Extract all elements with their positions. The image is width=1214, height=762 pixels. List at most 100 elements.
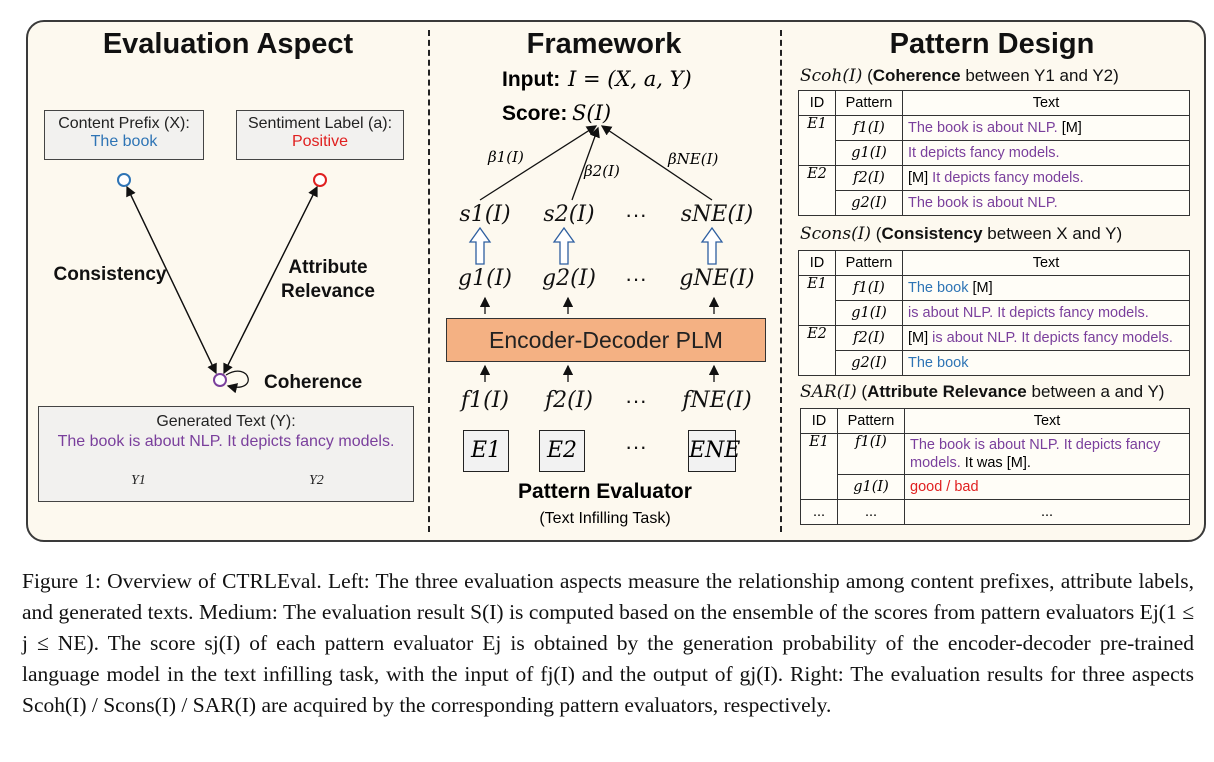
generated-text: The book is about NLP. It depicts fancy … — [57, 433, 395, 450]
coh-pattern: g1(I) — [835, 140, 903, 166]
coh-text-purple: The book is about NLP. — [908, 195, 1058, 211]
coh-pattern: f1(I) — [835, 115, 903, 141]
cons-pattern: g1(I) — [835, 300, 903, 326]
ar-symbol: SAR(I) — [800, 382, 857, 402]
cons-col-text: Text — [902, 250, 1190, 276]
evaluator-eN-box: ENE — [688, 430, 740, 472]
f-dots: ··· — [625, 388, 647, 413]
f2-label: f2(I) — [545, 388, 593, 413]
cons-text-purple: is about NLP. It depicts fancy models. — [932, 330, 1173, 346]
ar-col-id: ID — [800, 408, 838, 434]
ar-rest: between a and Y) — [1031, 382, 1165, 401]
sentiment-value: Positive — [291, 133, 349, 150]
coh-rest: between Y1 and Y2) — [965, 66, 1119, 85]
content-prefix-label: Content Prefix (X): — [58, 115, 190, 132]
cons-pattern: f2(I) — [835, 325, 903, 351]
cons-table: ID Pattern Text E1 f1(I) The book [M] g1… — [798, 250, 1190, 376]
text-node — [213, 373, 227, 387]
cons-bold: Consistency — [881, 224, 983, 243]
beta1-label: β1(I) — [488, 148, 524, 166]
table-row: E2 f2(I) [M] is about NLP. It depicts fa… — [798, 325, 1190, 376]
table-row: g1(I) It depicts fancy models. — [799, 140, 1190, 166]
score-expr: S(I) — [572, 101, 612, 125]
label-node — [313, 173, 327, 187]
cons-text-plain: [M] — [968, 280, 993, 296]
ar-title: SAR(I) (Attribute Relevance between a an… — [800, 382, 1165, 402]
divider-left — [428, 30, 430, 532]
cons-symbol: Scons(I) — [800, 224, 872, 244]
cons-pattern: f1(I) — [835, 275, 903, 301]
cons-title: Scons(I) (Consistency between X and Y) — [800, 224, 1123, 244]
pattern-evaluator-title: Pattern Evaluator — [518, 480, 692, 503]
coh-text-purple: The book is about NLP. — [908, 120, 1058, 136]
sentiment-label: Sentiment Label (a): — [247, 115, 393, 132]
divider-right — [780, 30, 782, 532]
coh-pattern: f2(I) — [835, 165, 903, 191]
evaluator-e2-box: E2 — [539, 430, 585, 472]
cons-text-purple: is about NLP. It depicts fancy models. — [908, 305, 1149, 321]
y2-label: Y2 — [309, 473, 324, 488]
fN-label: fNE(I) — [682, 388, 752, 413]
beta2-label: β2(I) — [584, 162, 620, 180]
g-dots: ··· — [625, 266, 647, 291]
coh-text-purple: It depicts fancy models. — [932, 170, 1084, 186]
generated-text-box: Generated Text (Y): The book is about NL… — [38, 406, 414, 502]
generated-label: Generated Text (Y): — [156, 413, 296, 430]
ar-text-plain: It was [M]. — [960, 455, 1031, 471]
ar-id: ... — [800, 499, 838, 525]
cons-pattern: g2(I) — [835, 350, 903, 376]
ar-pattern: f1(I) — [837, 433, 905, 475]
coherence-label: Coherence — [264, 372, 363, 393]
middle-header: Framework — [526, 28, 682, 60]
betaN-label: βNE(I) — [668, 150, 719, 168]
ar-bold: Attribute Relevance — [867, 382, 1027, 401]
coh-symbol: Scoh(I) — [800, 66, 863, 86]
figure-panel: Evaluation Aspect Framework Pattern Desi… — [26, 20, 1206, 542]
coh-table: ID Pattern Text E1 f1(I) The book is abo… — [798, 90, 1190, 216]
coh-text-plain: [M] — [908, 170, 933, 186]
ar-text-plain: ... — [904, 499, 1190, 525]
table-row: E1 f1(I) The book [M] — [798, 275, 1190, 326]
cons-text-blue: The book — [908, 355, 969, 371]
evaluator-e1-box: E1 — [463, 430, 509, 472]
score-label: Score: — [502, 102, 568, 125]
input-label: Input: — [502, 68, 561, 91]
ar-col-text: Text — [904, 408, 1190, 434]
g1-label: g1(I) — [458, 266, 512, 291]
table-row: g1(I) good / bad — [801, 474, 1190, 500]
coh-col-pattern: Pattern — [835, 90, 903, 116]
coh-title: Scoh(I) (Coherence between Y1 and Y2) — [800, 66, 1119, 86]
coh-pattern: g2(I) — [835, 190, 903, 216]
cons-text-blue: The book — [908, 280, 969, 296]
cons-col-id: ID — [798, 250, 836, 276]
cons-id: E2 — [798, 325, 836, 376]
attribute-relevance-label: Attribute Relevance — [268, 256, 388, 304]
coh-id: E1 — [798, 115, 836, 166]
e-dots: ··· — [625, 434, 647, 459]
pattern-evaluator-subtitle: (Text Infilling Task) — [539, 510, 671, 527]
consistency-label: Consistency — [53, 264, 167, 285]
sentiment-label-box: Sentiment Label (a): Positive — [236, 110, 404, 160]
table-row: E2 f2(I) [M] It depicts fancy models. — [798, 165, 1190, 216]
coh-col-id: ID — [798, 90, 836, 116]
table-row: g1(I) is about NLP. It depicts fancy mod… — [799, 300, 1190, 326]
table-row: g2(I) The book is about NLP. — [799, 190, 1190, 216]
coh-col-text: Text — [902, 90, 1190, 116]
left-header: Evaluation Aspect — [102, 28, 354, 60]
coh-text-plain: [M] — [1057, 120, 1082, 136]
coh-id: E2 — [798, 165, 836, 216]
table-row: g2(I) The book — [799, 350, 1190, 376]
right-header: Pattern Design — [889, 28, 1095, 60]
content-node — [117, 173, 131, 187]
s-dots: ··· — [625, 202, 647, 227]
content-prefix-box: Content Prefix (X): The book — [44, 110, 204, 160]
table-row: E1 f1(I) The book is about NLP. It depic… — [800, 433, 1190, 500]
cons-col-pattern: Pattern — [835, 250, 903, 276]
coh-bold: Coherence — [872, 66, 961, 85]
ar-text-red: good / bad — [910, 479, 979, 495]
ar-pattern: g1(I) — [837, 474, 905, 500]
ar-table: ID Pattern Text E1 f1(I) The book is abo… — [800, 408, 1190, 525]
ar-col-pattern: Pattern — [837, 408, 905, 434]
ar-pattern: ... — [837, 499, 905, 525]
attribute-relevance-line1: Attribute — [288, 257, 368, 278]
